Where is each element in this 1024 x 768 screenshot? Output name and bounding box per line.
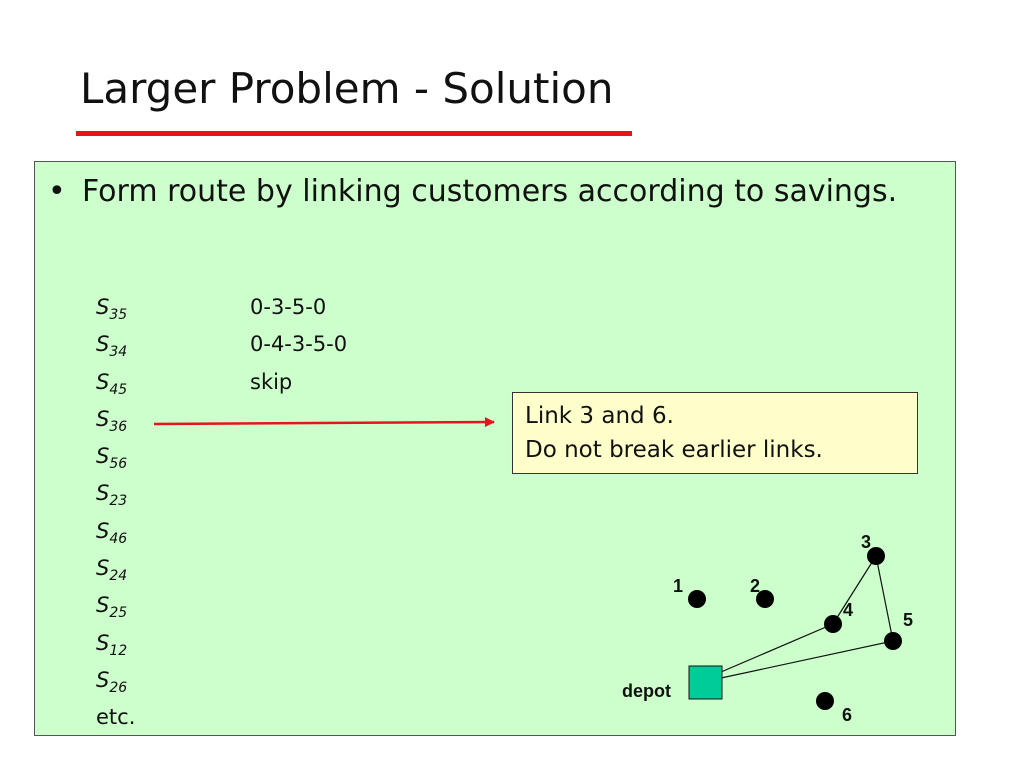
- node-3-point: [867, 547, 885, 565]
- edge-4-3: [832, 555, 877, 625]
- savings-row: S12: [96, 629, 456, 666]
- savings-row: S24: [96, 554, 456, 591]
- savings-label: S25: [96, 593, 128, 622]
- savings-label: S26: [96, 667, 128, 697]
- callout-line: Do not break earlier links.: [525, 437, 823, 463]
- depot-label: depot: [622, 681, 671, 701]
- node-2-point: [756, 590, 774, 608]
- node-1-point: [688, 590, 706, 608]
- edge-depot-5: [720, 640, 894, 679]
- savings-list: S35 0-3-5-0 S34 0-4-3-5-0 S45 skip S36 S…: [96, 293, 456, 741]
- callout-line: Link 3 and 6.: [525, 403, 674, 429]
- savings-route: 0-3-5-0: [250, 295, 327, 319]
- node-1-label: 1: [673, 576, 683, 596]
- node-5-label: 5: [903, 610, 913, 630]
- savings-row: S46: [96, 517, 456, 554]
- savings-route: 0-4-3-5-0: [250, 332, 348, 357]
- savings-row: S26: [96, 666, 456, 703]
- savings-label: S46: [96, 518, 128, 547]
- slide-title: Larger Problem - Solution: [80, 64, 614, 113]
- node-4-point: [824, 615, 842, 633]
- node-6-label: 6: [842, 705, 852, 725]
- savings-label-etc: etc.: [96, 705, 136, 730]
- route-edges: [720, 555, 894, 679]
- depot-square: [688, 665, 723, 700]
- savings-row: S25: [96, 591, 456, 628]
- node-2-label: 2: [750, 576, 760, 596]
- edge-depot-4: [720, 623, 834, 673]
- savings-row: S23: [96, 479, 456, 516]
- bullet-marker: •: [48, 174, 66, 209]
- savings-row: S35 0-3-5-0: [96, 293, 456, 330]
- savings-label: S24: [96, 556, 128, 585]
- savings-label: S36: [96, 406, 128, 436]
- edge-3-5: [875, 555, 894, 642]
- node-6-point: [816, 692, 834, 710]
- savings-row: S34 0-4-3-5-0: [96, 330, 456, 367]
- savings-label: S35: [96, 295, 128, 324]
- savings-label: S23: [96, 481, 128, 510]
- node-5-point: [884, 632, 902, 650]
- savings-row: S36: [96, 405, 456, 442]
- savings-label: S34: [96, 332, 128, 361]
- savings-label: S12: [96, 630, 128, 659]
- title-underline: [76, 131, 632, 136]
- savings-route: skip: [250, 369, 293, 394]
- node-3-label: 3: [861, 532, 871, 552]
- savings-row: etc.: [96, 703, 456, 740]
- savings-label: S56: [96, 444, 128, 473]
- callout-box: Link 3 and 6. Do not break earlier links…: [512, 392, 918, 474]
- savings-row: S45 skip: [96, 368, 456, 405]
- pointer-arrow: [153, 417, 495, 428]
- savings-row: S56: [96, 442, 456, 479]
- bullet-text: Form route by linking customers accordin…: [82, 174, 898, 209]
- savings-label: S45: [96, 369, 128, 398]
- node-4-label: 4: [843, 600, 853, 620]
